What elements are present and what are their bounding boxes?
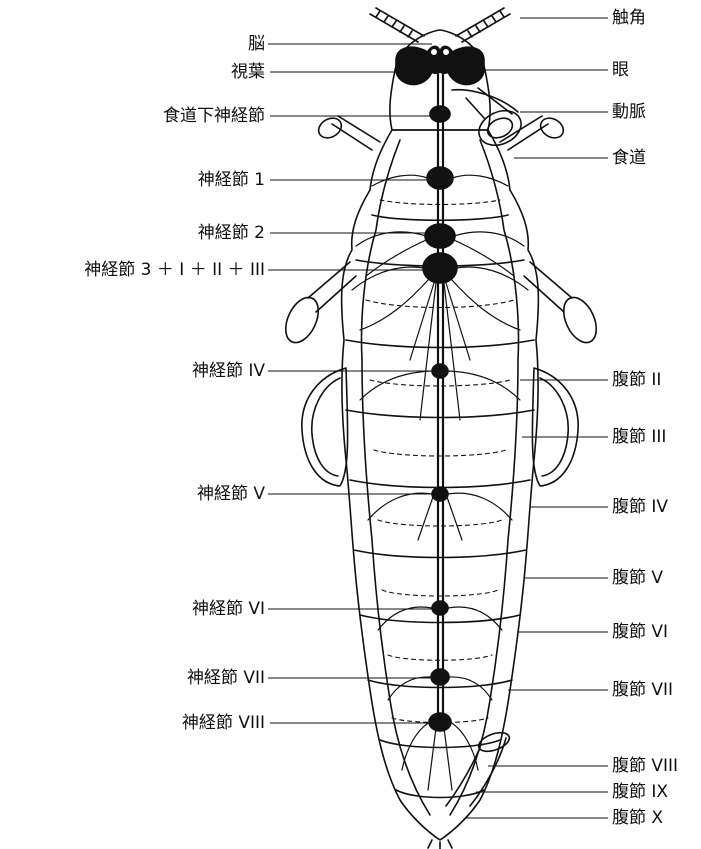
label-abdominal-segment-iv: 腹節 IV xyxy=(612,497,668,517)
label-abdominal-segment-vi: 腹節 VI xyxy=(612,622,668,642)
label-esophagus: 食道 xyxy=(612,148,646,168)
cerci xyxy=(428,840,452,849)
subesophageal-ganglion-shape xyxy=(430,106,450,122)
label-ganglion-iv: 神経節 IV xyxy=(192,361,265,381)
inner-body-line xyxy=(362,140,430,815)
label-brain: 脳 xyxy=(248,34,265,54)
label-abdominal-segment-v: 腹節 V xyxy=(612,568,663,588)
antenna-right xyxy=(456,8,510,42)
antenna-left xyxy=(370,8,424,42)
label-artery: 動脈 xyxy=(612,102,646,122)
label-ganglion-v: 神経節 V xyxy=(197,484,265,504)
ganglion-2-shape xyxy=(425,224,455,248)
ganglion-1-shape xyxy=(427,167,453,189)
label-abdominal-segment-x: 腹節 X xyxy=(612,808,663,828)
ganglion-3-shape xyxy=(423,253,457,283)
label-antenna: 触角 xyxy=(612,8,646,28)
label-ganglion-viii: 神経節 VIII xyxy=(182,713,265,733)
label-abdominal-segment-viii: 腹節 VIII xyxy=(612,756,678,776)
label-abdominal-segment-iii: 腹節 III xyxy=(612,427,666,447)
label-ganglion-3-i-ii-iii: 神経節 3 ＋ I ＋ II ＋ III xyxy=(84,260,265,280)
label-abdominal-segment-ii: 腹節 II xyxy=(612,370,661,390)
brain-lobes xyxy=(425,46,455,73)
ganglion-iv-shape xyxy=(432,364,448,378)
label-eye: 眼 xyxy=(612,60,629,80)
label-ganglion-2: 神経節 2 xyxy=(198,223,265,243)
ganglion-viii-shape xyxy=(429,713,451,731)
label-abdominal-segment-vii: 腹節 VII xyxy=(612,680,673,700)
label-ganglion-vi: 神経節 VI xyxy=(192,599,265,619)
label-ganglion-vii: 神経節 VII xyxy=(187,668,265,688)
label-abdominal-segment-ix: 腹節 IX xyxy=(612,782,668,802)
label-ganglion-1: 神経節 1 xyxy=(198,170,265,190)
leg-stub-left-2 xyxy=(279,262,356,348)
leg-stub-left-1 xyxy=(315,114,380,150)
inner-body-line-right xyxy=(450,140,518,815)
ganglion-vi-shape xyxy=(432,601,448,615)
label-subesophageal-ganglion: 食道下神経節 xyxy=(163,106,265,126)
ganglion-vii-shape xyxy=(431,669,449,685)
label-optic-lobe: 視葉 xyxy=(231,62,265,82)
